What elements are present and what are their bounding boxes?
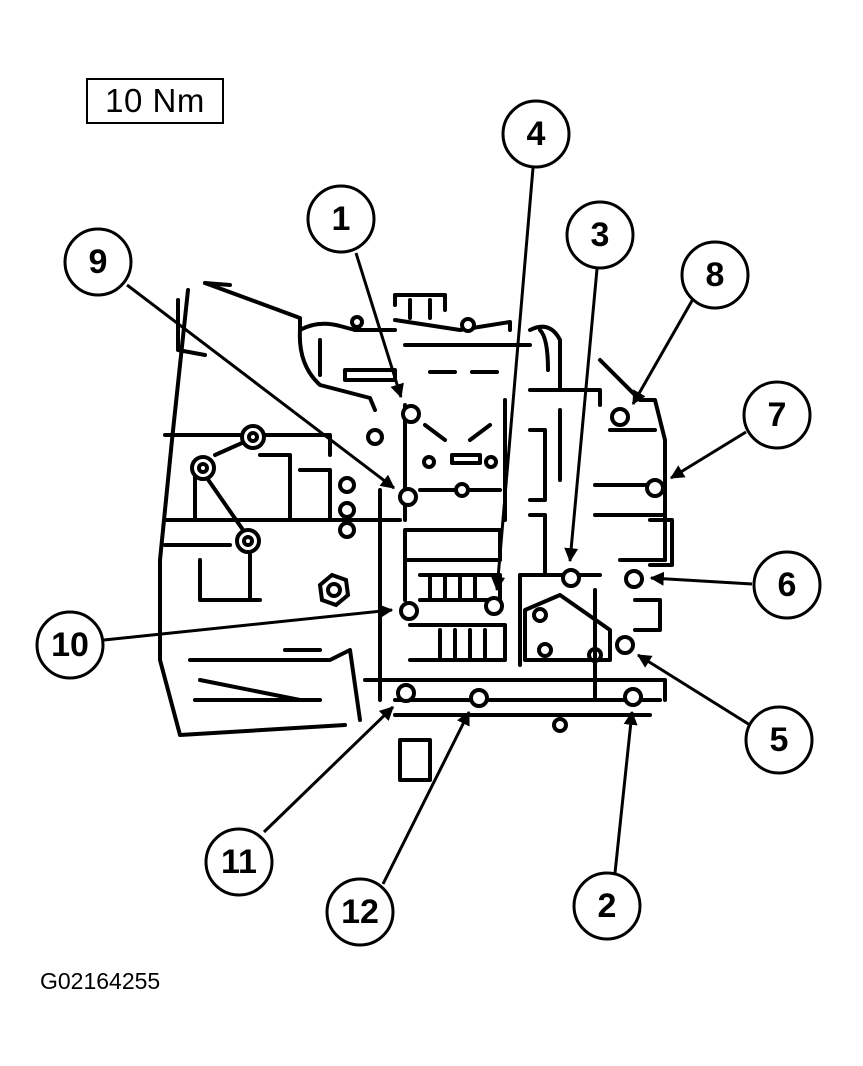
callout-label-9: 9: [89, 243, 108, 281]
callout-9: [63, 227, 133, 297]
bolt-2: [623, 687, 643, 707]
callout-bubbles: [35, 99, 822, 947]
figure-code: G02164255: [40, 968, 161, 994]
callout-3: [565, 200, 635, 270]
bolt-10: [399, 601, 419, 621]
bolt-1: [401, 404, 421, 424]
callout-11: [204, 827, 274, 897]
callout-1: [306, 184, 376, 254]
bolt-11: [396, 683, 416, 703]
callout-label-3: 3: [591, 216, 610, 254]
valve-body-fittings: [190, 315, 568, 733]
callout-7: [742, 380, 812, 450]
bolt-4: [484, 596, 504, 616]
callout-labels: 1 2 3 4 5 6 7 8 9 10 11 12: [51, 115, 796, 931]
bolt-9: [398, 487, 418, 507]
bolt-7: [645, 478, 665, 498]
bolt-12: [469, 688, 489, 708]
callout-4: [501, 99, 571, 169]
bolt-heads: [396, 404, 665, 708]
callout-label-5: 5: [770, 721, 789, 759]
callout-12: [325, 877, 395, 947]
callout-label-1: 1: [332, 200, 351, 238]
valve-body-outline: [158, 281, 674, 782]
torque-spec-label: 10 Nm: [105, 82, 205, 119]
bolt-3: [561, 568, 581, 588]
bolt-8: [610, 407, 630, 427]
callout-label-6: 6: [778, 566, 797, 604]
bolt-6: [624, 569, 644, 589]
leader-lines: [103, 167, 753, 885]
callout-label-11: 11: [221, 843, 257, 881]
callout-label-10: 10: [51, 626, 89, 664]
callout-label-2: 2: [598, 887, 617, 925]
callout-label-4: 4: [527, 115, 546, 153]
bolt-5: [615, 635, 635, 655]
callout-10: [35, 610, 105, 680]
callout-label-12: 12: [341, 893, 379, 931]
callout-label-8: 8: [706, 256, 725, 294]
callout-6: [752, 550, 822, 620]
callout-label-7: 7: [768, 396, 787, 434]
torque-spec-box: 10 Nm: [86, 78, 224, 124]
callout-5: [744, 705, 814, 775]
callout-2: [572, 871, 642, 941]
callout-8: [680, 240, 750, 310]
